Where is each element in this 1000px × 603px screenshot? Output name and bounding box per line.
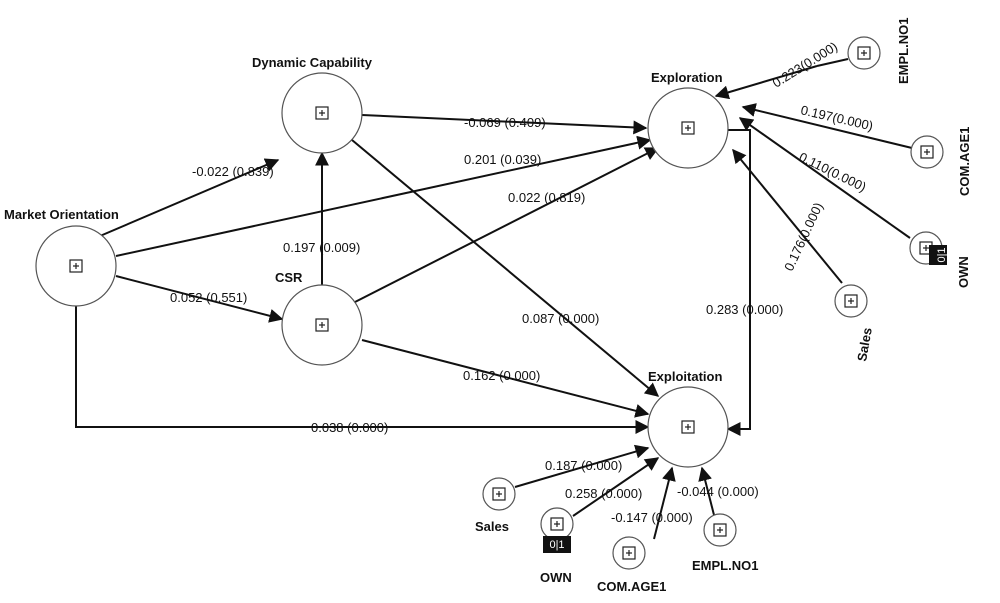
node-title: Dynamic Capability xyxy=(252,55,373,70)
node-title: EMPL.NO1 xyxy=(692,558,758,573)
badge-text: 0|1 xyxy=(936,247,948,262)
label-csr-exploitation: 0.162 (0.000) xyxy=(463,368,540,383)
edge-csr-exploitation xyxy=(361,339,650,418)
edge-comage-exploration xyxy=(741,103,913,149)
label-own-exploitation: 0.258 (0.000) xyxy=(565,486,642,501)
binary-badge xyxy=(543,536,571,553)
label-mo-exploitation: 0.038 (0.000) xyxy=(311,420,388,435)
node-title: OWN xyxy=(956,256,971,288)
control-empl-no1-top[interactable]: EMPL.NO1 xyxy=(816,18,911,84)
edge-mo-exploration xyxy=(115,135,652,257)
edge-exploration-exploitation xyxy=(726,129,751,436)
control-sales-bottom[interactable]: Sales xyxy=(475,477,516,534)
control-own-top[interactable]: 0|1 OWN xyxy=(909,231,971,288)
edge-sales-exploration xyxy=(732,148,843,284)
label-empl-exploration: 0.223(0.000) xyxy=(770,39,840,91)
label-dc-exploitation: 0.087 (0.000) xyxy=(522,311,599,326)
label-dc-exploration: -0.069 (0.409) xyxy=(464,115,546,130)
node-title: Sales xyxy=(475,519,509,534)
node-title: Exploration xyxy=(651,70,723,85)
binary-badge xyxy=(929,245,947,265)
control-com-age1-top[interactable]: COM.AGE1 xyxy=(910,127,972,196)
edge-mo-exploitation xyxy=(75,306,650,434)
edge-comage-exploitation xyxy=(653,466,676,540)
node-csr[interactable]: CSR xyxy=(275,270,363,366)
edge-mo-dc xyxy=(99,158,280,237)
edge-dc-exploitation xyxy=(351,139,660,397)
node-title: COM.AGE1 xyxy=(957,127,972,196)
label-comage-exploitation: -0.147 (0.000) xyxy=(611,510,693,525)
node-title: Market Orientation xyxy=(4,207,119,222)
edges xyxy=(75,65,913,540)
label-mo-dc: -0.022 (0.839) xyxy=(192,164,274,179)
node-title: OWN xyxy=(540,570,572,585)
edge-mo-csr xyxy=(115,275,284,323)
control-own-bottom[interactable]: 0|1 OWN xyxy=(540,507,574,585)
label-sales-exploration: 0.176(0.000) xyxy=(781,200,826,273)
node-dynamic-capability[interactable]: Dynamic Capability xyxy=(252,55,373,154)
control-empl-no1-bottom[interactable]: EMPL.NO1 xyxy=(692,513,758,573)
edge-empl-exploitation xyxy=(698,466,715,516)
edge-own-exploitation xyxy=(572,457,660,517)
label-sales-exploitation: 0.187 (0.000) xyxy=(545,458,622,473)
edge-own-exploration xyxy=(738,117,911,239)
edge-sales-exploitation xyxy=(514,444,650,488)
node-market-orientation[interactable]: Market Orientation xyxy=(4,207,119,307)
label-own-exploration: 0.110(0.000) xyxy=(797,149,869,194)
node-title: CSR xyxy=(275,270,303,285)
node-title: Exploitation xyxy=(648,369,722,384)
node-exploration[interactable]: Exploration xyxy=(647,70,729,169)
node-title: Sales xyxy=(854,326,875,362)
node-title: EMPL.NO1 xyxy=(896,18,911,84)
label-empl-exploitation: -0.044 (0.000) xyxy=(677,484,759,499)
edge-dc-exploration xyxy=(361,114,648,135)
label-mo-exploration: 0.201 (0.039) xyxy=(464,152,541,167)
control-sales-top[interactable]: Sales xyxy=(834,284,875,363)
badge-text: 0|1 xyxy=(549,539,564,551)
label-mo-csr: 0.052 (0.551) xyxy=(170,290,247,305)
edge-empl-exploration xyxy=(714,65,818,100)
edge-csr-exploration xyxy=(354,147,660,303)
label-csr-exploration: 0.022 (0.819) xyxy=(508,190,585,205)
node-exploitation[interactable]: Exploitation xyxy=(647,369,729,468)
node-title: COM.AGE1 xyxy=(597,579,666,594)
label-exploration-exploitation: 0.283 (0.000) xyxy=(706,302,783,317)
label-csr-dc: 0.197 (0.009) xyxy=(283,240,360,255)
control-com-age1-bottom[interactable]: COM.AGE1 xyxy=(597,536,666,594)
